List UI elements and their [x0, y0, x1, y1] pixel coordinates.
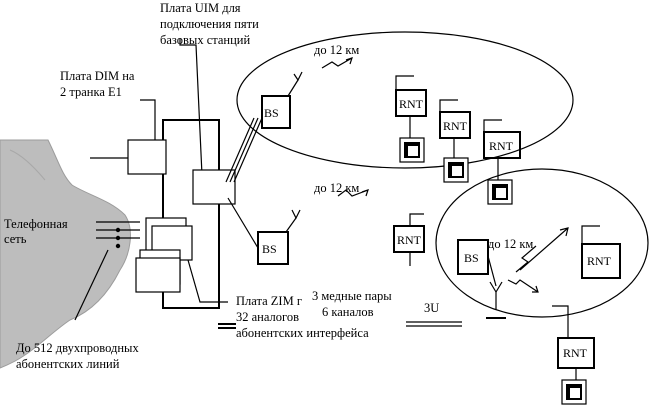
range-top-label: до 12 км [314, 43, 359, 57]
bs-right-label: BS [464, 251, 479, 265]
rnt-unit-5-label: RNT [587, 254, 612, 268]
rnt-unit-2: RNT [439, 99, 471, 158]
unit-3u-label: 3U [424, 301, 439, 315]
base-station-top: BS [261, 71, 303, 129]
bs-top-label: BS [264, 106, 279, 120]
rnt-unit-1: RNT [395, 75, 427, 138]
range-mid-label: до 12 км [314, 181, 359, 195]
rnt-unit-2-label: RNT [443, 119, 468, 133]
dim-board [127, 139, 167, 175]
range-right-label: до 12 км [488, 237, 533, 251]
rnt-unit-6: RNT [552, 305, 595, 380]
zim-board-label: Плата ZIM г [236, 294, 302, 308]
uim-board-label: Плата UIM для [160, 1, 241, 15]
rnt-unit-4: RNT [393, 213, 425, 266]
lines-count-label-2: абонентских линий [16, 357, 120, 371]
phone-2 [443, 157, 469, 183]
base-station-middle: BS [257, 209, 301, 265]
phone-network-label: Телефонная [4, 217, 68, 231]
phone-network-cloud [0, 139, 140, 369]
uim-board-label-2: подключения пяти [160, 17, 259, 31]
dim-board-label-2: 2 транка E1 [60, 85, 122, 99]
lines-count-label: До 512 двухпроводных [16, 341, 139, 355]
rnt-unit-4-label: RNT [397, 233, 422, 247]
rnt-unit-1-label: RNT [399, 97, 424, 111]
phone-3 [487, 179, 513, 205]
rnt-unit-3: RNT [483, 119, 521, 180]
zim-board-label-3: абонентских интерфейса [236, 326, 369, 340]
phone-1 [399, 137, 425, 163]
central-station [90, 119, 236, 309]
dim-board-label: Плата DIM на [60, 69, 135, 83]
rnt-unit-6-label: RNT [563, 346, 588, 360]
copper-pairs-label: 3 медные пары [312, 289, 392, 303]
phone-6 [561, 379, 587, 405]
radio-links [321, 57, 569, 293]
rnt-unit-5: RNT [581, 225, 621, 279]
base-station-right: BS [457, 239, 506, 319]
uim-board-label-3: базовых станций [160, 33, 250, 47]
zim-board-label-2: 32 аналогов [236, 310, 299, 324]
coverage-zone-right [435, 168, 649, 318]
bs-middle-label: BS [262, 242, 277, 256]
coverage-zone-top [236, 31, 574, 169]
phone-network-label-2: сеть [4, 232, 27, 246]
copper-pairs-label-2: 6 каналов [322, 305, 374, 319]
rnt-unit-3-label: RNT [489, 139, 514, 153]
